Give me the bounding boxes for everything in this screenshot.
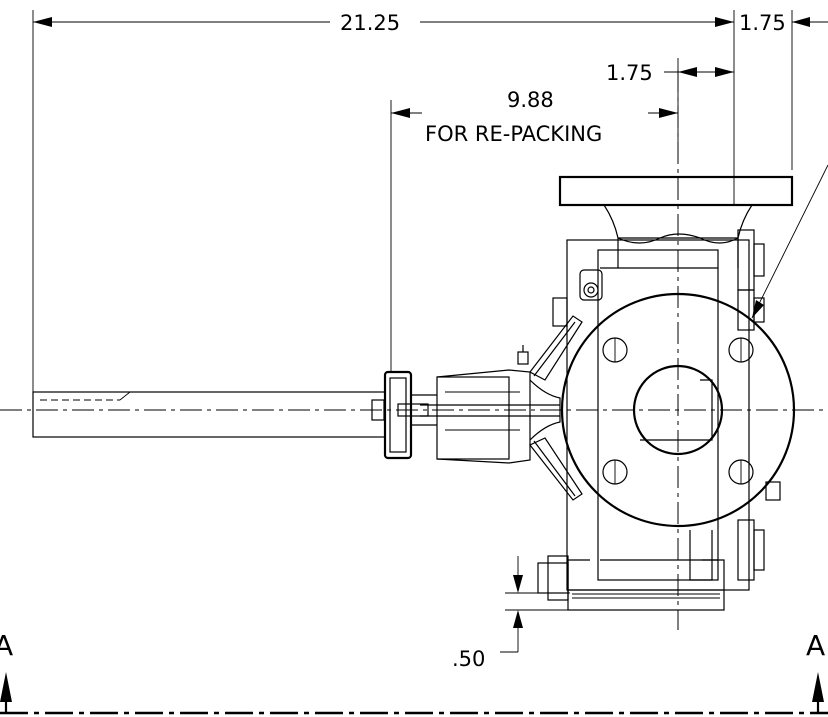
top-flange	[558, 175, 794, 268]
handle-extension	[32, 391, 386, 438]
section-label-right: A	[806, 629, 825, 662]
base	[537, 530, 725, 611]
section-line: A A	[0, 629, 828, 715]
flange-bolt-holes	[602, 337, 754, 485]
section-arrow-right	[812, 672, 824, 702]
dimension-inner-offset: 1.75	[606, 58, 734, 145]
dimension-overall-length-value: 21.25	[340, 11, 400, 35]
dimension-inner-offset-value: 1.75	[606, 61, 653, 85]
dimension-base-offset-value: .50	[452, 647, 485, 671]
dimension-base-offset: .50	[452, 556, 570, 671]
dimension-repacking-note: FOR RE-PACKING	[425, 122, 602, 146]
dimension-overall-length: 21.25	[32, 10, 735, 392]
stem-housing	[420, 345, 561, 464]
dimension-right-offset: 1.75	[739, 10, 828, 170]
section-label-left: A	[0, 629, 13, 662]
support-ribs	[529, 315, 583, 501]
dimension-repacking-value: 9.88	[507, 88, 554, 112]
side-bolts	[737, 229, 781, 581]
front-flange	[560, 292, 796, 528]
dimension-repacking: 9.88 FOR RE-PACKING	[390, 88, 678, 372]
leader-line	[751, 164, 828, 319]
dimension-right-offset-value: 1.75	[739, 11, 786, 35]
valve-body	[552, 239, 750, 591]
coupling	[371, 370, 437, 460]
section-arrow-left	[0, 672, 12, 702]
